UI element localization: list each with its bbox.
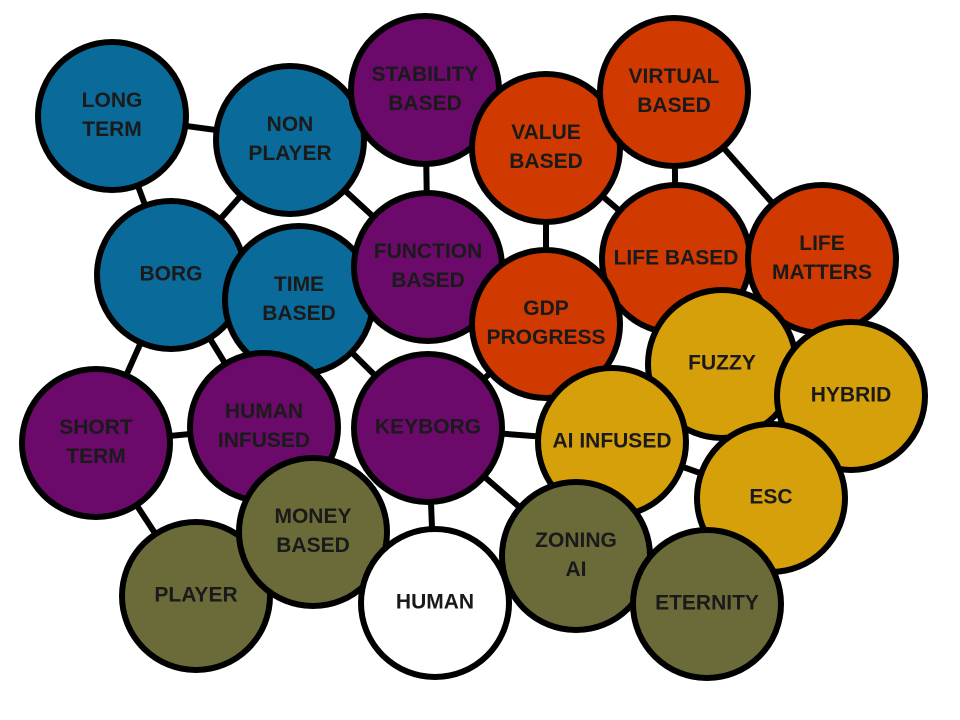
- node-hybrid: HYBRID: [774, 319, 928, 473]
- node-label-life-matters-line-1: MATTERS: [772, 261, 872, 284]
- node-time-based: TIME BASED: [222, 223, 376, 377]
- node-label-non-player-line-1: PLAYER: [248, 142, 331, 165]
- node-money-based: MONEY BASED: [236, 455, 390, 609]
- node-label-virtual-based-line-0: VIRTUAL: [629, 65, 720, 88]
- node-virtual-based: VIRTUAL BASED: [597, 15, 751, 169]
- node-label-value-based-line-0: VALUE: [511, 121, 581, 144]
- node-label-borg-line-0: BORG: [140, 263, 203, 286]
- node-label-money-based-line-0: MONEY: [274, 505, 351, 528]
- node-circle-zoning-ai: [499, 479, 653, 633]
- node-label-human-infused-line-1: INFUSED: [218, 429, 310, 452]
- node-label-value-based-line-1: BASED: [509, 150, 583, 173]
- node-eternity: ETERNITY: [630, 527, 784, 681]
- node-player: PLAYER: [119, 519, 273, 673]
- node-circle-keyborg: [351, 351, 505, 505]
- node-circle-virtual-based: [597, 15, 751, 169]
- node-function-based: FUNCTION BASED: [351, 190, 505, 344]
- node-circle-player: [119, 519, 273, 673]
- node-label-time-based-line-1: BASED: [262, 302, 336, 325]
- node-human: HUMAN: [358, 526, 512, 680]
- node-circle-money-based: [236, 455, 390, 609]
- node-long-term: LONG TERM: [35, 39, 189, 193]
- node-label-function-based-line-0: FUNCTION: [374, 240, 483, 263]
- node-circle-non-player: [213, 63, 367, 217]
- node-stability-based: STABILITY BASED: [348, 13, 502, 167]
- node-label-short-term-line-1: TERM: [66, 445, 126, 468]
- node-circle-eternity: [630, 527, 784, 681]
- node-circle-long-term: [35, 39, 189, 193]
- node-short-term: SHORT TERM: [19, 366, 173, 520]
- node-label-gdp-progress-line-1: PROGRESS: [486, 326, 605, 349]
- node-label-human-line-0: HUMAN: [396, 591, 474, 614]
- node-label-long-term-line-0: LONG: [82, 89, 143, 112]
- node-label-non-player-line-0: NON: [267, 113, 314, 136]
- node-borg: BORG: [94, 198, 248, 352]
- node-label-stability-based-line-0: STABILITY: [372, 63, 479, 86]
- node-label-zoning-ai-line-1: AI: [566, 558, 587, 581]
- node-label-hybrid-line-0: HYBRID: [811, 384, 892, 407]
- node-label-fuzzy-line-0: FUZZY: [688, 352, 756, 375]
- node-label-human-infused-line-0: HUMAN: [225, 400, 303, 423]
- node-label-esc-line-0: ESC: [749, 486, 792, 509]
- node-label-money-based-line-1: BASED: [276, 534, 350, 557]
- node-zoning-ai: ZONING AI: [499, 479, 653, 633]
- node-label-keyborg-line-0: KEYBORG: [375, 416, 481, 439]
- node-label-gdp-progress-line-0: GDP: [523, 297, 569, 320]
- node-label-virtual-based-line-1: BASED: [637, 94, 711, 117]
- node-label-long-term-line-1: TERM: [82, 118, 142, 141]
- node-label-player-line-0: PLAYER: [154, 584, 237, 607]
- node-non-player: NON PLAYER: [213, 63, 367, 217]
- node-label-function-based-line-1: BASED: [391, 269, 465, 292]
- nodes-layer: LONG TERM NON PLAYER BORG TIME BASED STABILITY B…: [19, 13, 928, 681]
- node-label-life-matters-line-0: LIFE: [799, 232, 845, 255]
- node-label-short-term-line-0: SHORT: [59, 416, 133, 439]
- node-gdp-progress: GDP PROGRESS: [469, 247, 623, 401]
- node-circle-value-based: [469, 71, 623, 225]
- node-label-stability-based-line-1: BASED: [388, 92, 462, 115]
- node-circle-hybrid: [774, 319, 928, 473]
- node-label-ai-infused-line-0: AI INFUSED: [552, 430, 671, 453]
- node-circle-human: [358, 526, 512, 680]
- node-label-time-based-line-0: TIME: [274, 273, 324, 296]
- node-label-life-based-line-0: LIFE BASED: [614, 247, 739, 270]
- node-label-eternity-line-0: ETERNITY: [655, 592, 759, 615]
- node-label-zoning-ai-line-0: ZONING: [535, 529, 617, 552]
- node-value-based: VALUE BASED: [469, 71, 623, 225]
- node-circle-gdp-progress: [469, 247, 623, 401]
- node-keyborg: KEYBORG: [351, 351, 505, 505]
- node-circle-short-term: [19, 366, 173, 520]
- node-circle-time-based: [222, 223, 376, 377]
